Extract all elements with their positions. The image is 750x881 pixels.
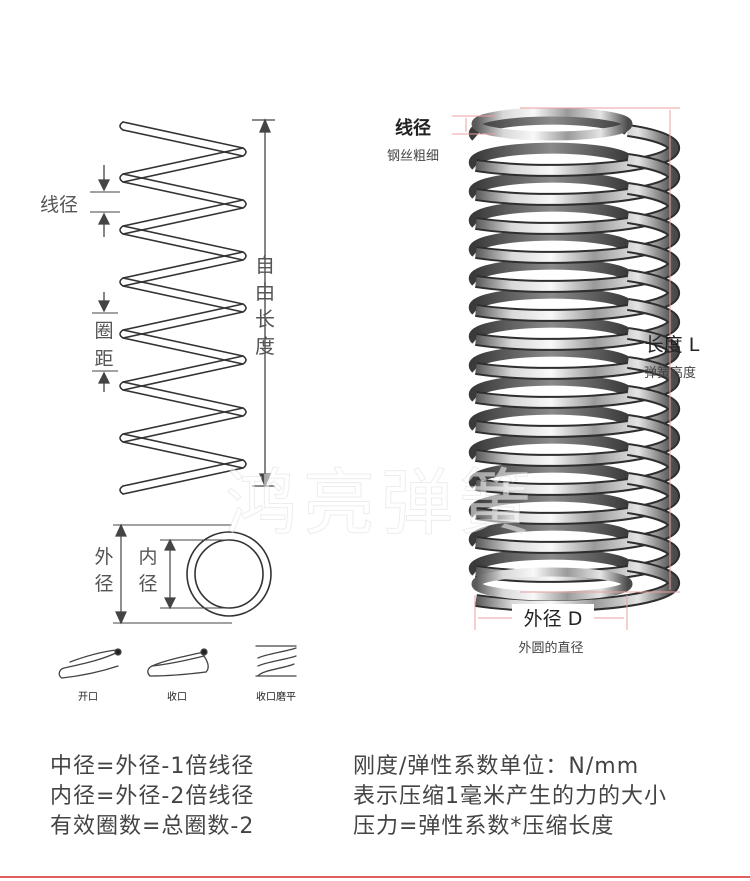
spring-coil-turn xyxy=(119,173,124,183)
outer-diameter-char-2: 径 xyxy=(94,573,113,595)
pitch-label-char-2: 距 xyxy=(94,348,113,370)
steel-spring-photo xyxy=(468,107,681,612)
brand-watermark: 鸿亮弹簧 xyxy=(225,461,537,545)
photo-wire-title: 线径 xyxy=(395,117,431,139)
spring-coil-turn xyxy=(119,485,124,495)
photo-length-title: 长度 L xyxy=(645,334,700,356)
inner-diameter-char-1: 内 xyxy=(138,546,157,568)
spring-end-coil xyxy=(471,107,633,141)
outer-diameter-dimension xyxy=(113,523,232,625)
closed-end-coil-icon xyxy=(147,648,209,677)
spring-coil-back xyxy=(468,461,632,489)
wire-diameter-label: 线径 xyxy=(40,194,78,216)
free-length-char-3: 长 xyxy=(255,307,275,331)
spring-coil-back xyxy=(468,490,632,518)
spring-coil-turn xyxy=(242,303,247,313)
photo-wire-diameter-dimension xyxy=(452,115,496,135)
spring-coil-turn xyxy=(242,199,247,209)
spring-coil-turn xyxy=(119,225,124,235)
spring-coil-turn xyxy=(242,251,247,261)
formula-stiffness-meaning: 表示压缩1毫米产生的力的大小 xyxy=(353,784,667,809)
spring-coil-turn xyxy=(119,277,124,287)
closed-end-label: 收口 xyxy=(167,690,187,703)
spring-schematic xyxy=(119,121,247,495)
formula-mean-diameter: 中径=外径-1倍线径 xyxy=(50,754,255,779)
bottom-divider xyxy=(0,876,750,878)
spring-coil-back xyxy=(468,229,632,257)
spring-coil-back xyxy=(468,548,632,576)
formula-force: 压力=弹性系数*压缩长度 xyxy=(353,814,615,839)
outer-diameter-char-1: 外 xyxy=(94,546,113,568)
spring-coil-turn xyxy=(119,381,124,391)
spring-coil-back xyxy=(468,403,632,431)
spring-coil-turn xyxy=(119,433,124,443)
spring-coil-turn xyxy=(242,459,247,469)
spring-coil-back xyxy=(468,316,632,344)
spring-coil-turn xyxy=(242,355,247,365)
photo-od-title: 外径 D xyxy=(524,608,583,630)
spring-coil-turn xyxy=(242,407,247,417)
spring-coil-back xyxy=(468,142,632,170)
formula-inner-diameter: 内径=外径-2倍线径 xyxy=(50,784,255,809)
spring-wire-edge xyxy=(122,121,244,487)
spring-coil-back xyxy=(468,258,632,286)
free-length-char-4: 度 xyxy=(255,334,275,358)
open-end-label: 开口 xyxy=(78,692,98,703)
free-length-char-1: 自 xyxy=(255,253,275,277)
spring-coil-turn xyxy=(242,147,247,157)
open-end-coil-icon xyxy=(58,648,122,679)
inner-diameter-char-2: 径 xyxy=(138,573,157,595)
photo-length-dimension xyxy=(520,107,680,593)
spring-coil-back xyxy=(468,432,632,460)
photo-wire-subtitle: 钢丝粗细 xyxy=(387,149,439,164)
pitch-label-char-1: 圈 xyxy=(94,320,113,342)
photo-od-subtitle: 外圆的直径 xyxy=(518,640,583,656)
formula-stiffness-unit: 刚度/弹性系数单位：N/mm xyxy=(353,754,640,779)
free-length-dimension xyxy=(252,118,275,488)
photo-length-subtitle: 弹簧高度 xyxy=(644,365,696,381)
spring-coil-back xyxy=(468,374,632,402)
wire-diameter-dimension xyxy=(90,165,120,237)
pitch-dimension xyxy=(92,292,118,392)
spring-coil-turn xyxy=(119,329,124,339)
spring-coil-back xyxy=(468,287,632,315)
spring-coil-back xyxy=(468,519,632,547)
closed-ground-end-label: 收口磨平 xyxy=(256,690,296,703)
free-length-char-2: 由 xyxy=(255,280,275,304)
spring-coil-back xyxy=(468,345,632,373)
spring-coil-back xyxy=(468,200,632,228)
inner-diameter-dimension xyxy=(160,538,229,610)
formula-active-coils: 有效圈数=总圈数-2 xyxy=(50,814,255,839)
closed-ground-end-coil-icon xyxy=(255,645,297,677)
spring-wire-edge xyxy=(122,129,244,495)
free-length-label: 自 由 长 度 xyxy=(255,253,275,358)
spring-coil-turn xyxy=(119,121,124,131)
spring-end-coil xyxy=(471,567,633,601)
spring-coil-back xyxy=(468,171,632,199)
